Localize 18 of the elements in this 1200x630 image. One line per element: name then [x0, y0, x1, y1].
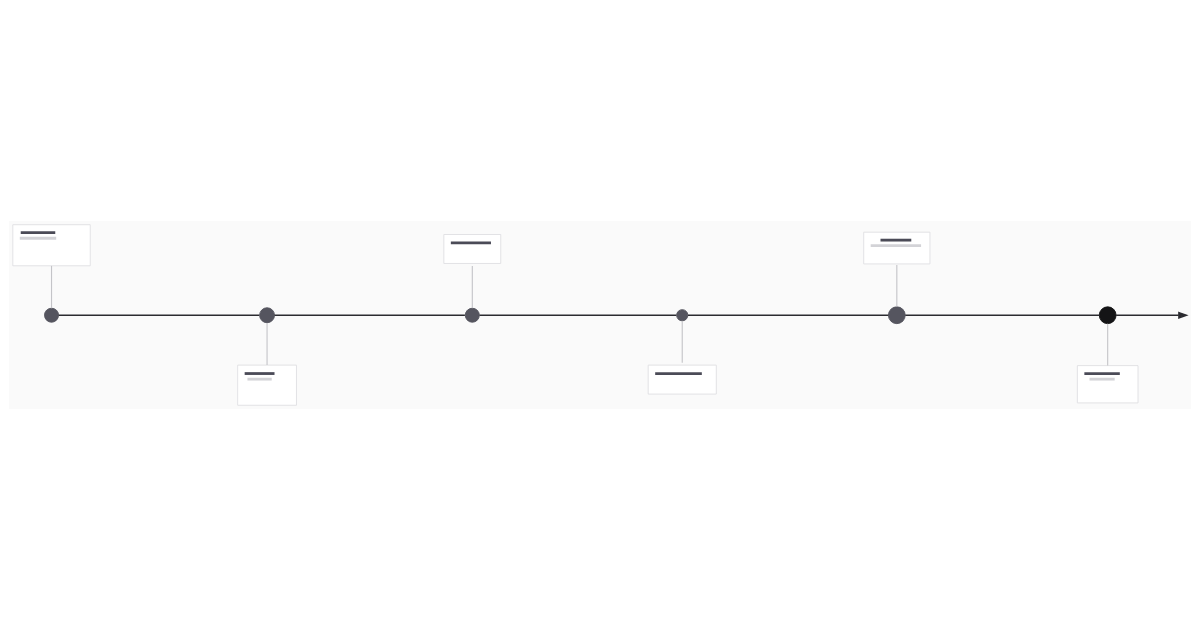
connector	[266, 322, 268, 366]
node-circle	[1098, 306, 1117, 325]
node-circle	[259, 307, 275, 324]
node-circle	[887, 306, 906, 325]
connector	[1107, 323, 1109, 366]
connector	[904, 314, 1101, 316]
connector	[471, 265, 473, 309]
node-circle	[676, 309, 689, 322]
node-circle	[464, 307, 480, 323]
connector	[687, 314, 890, 316]
arrow	[1115, 311, 1189, 319]
node-circle	[44, 307, 59, 323]
connector	[681, 320, 683, 364]
connector	[273, 314, 466, 316]
connector	[478, 314, 678, 316]
connector	[57, 314, 260, 316]
connector	[896, 264, 898, 308]
connector	[50, 265, 53, 309]
